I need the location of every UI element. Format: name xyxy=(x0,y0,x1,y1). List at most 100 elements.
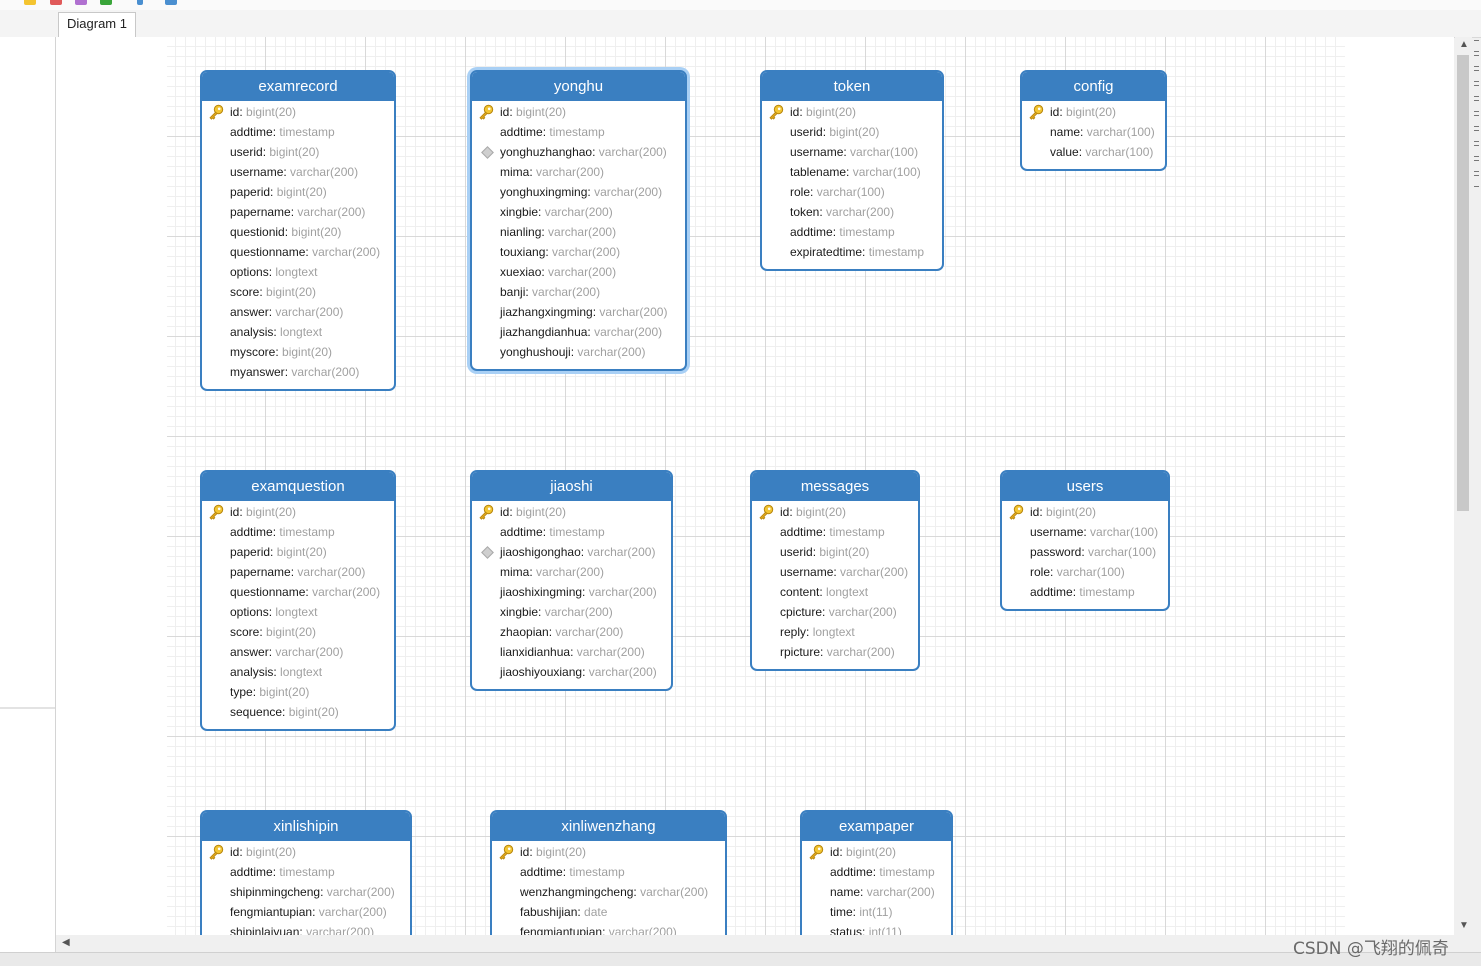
field-row[interactable]: id: bigint(20) xyxy=(472,502,671,522)
panel-divider[interactable] xyxy=(0,707,55,709)
field-row[interactable]: password: varchar(100) xyxy=(1030,545,1157,559)
table-header[interactable]: examquestion xyxy=(202,472,394,501)
field-row[interactable]: shipinlaiyuan: varchar(200) xyxy=(230,925,375,937)
field-row[interactable]: addtime: timestamp xyxy=(500,525,605,539)
field-row[interactable]: username: varchar(200) xyxy=(780,565,909,579)
field-row[interactable]: id: bigint(20) xyxy=(802,842,951,862)
field-row[interactable]: addtime: timestamp xyxy=(790,225,895,239)
field-row[interactable]: papername: varchar(200) xyxy=(230,565,366,579)
field-row[interactable]: addtime: timestamp xyxy=(500,125,605,139)
field-row[interactable]: paperid: bigint(20) xyxy=(230,185,327,199)
table-header[interactable]: messages xyxy=(752,472,918,501)
field-row[interactable]: analysis: longtext xyxy=(230,665,323,679)
field-row[interactable]: yonghuzhanghao: varchar(200) xyxy=(472,142,685,162)
field-row[interactable]: expiratedtime: timestamp xyxy=(790,245,925,259)
field-row[interactable]: addtime: timestamp xyxy=(520,865,625,879)
field-row[interactable]: content: longtext xyxy=(780,585,869,599)
field-row[interactable]: shipinmingcheng: varchar(200) xyxy=(230,885,395,899)
field-row[interactable]: fengmiantupian: varchar(200) xyxy=(230,905,387,919)
field-row[interactable]: mima: varchar(200) xyxy=(500,165,605,179)
field-row[interactable]: wenzhangmingcheng: varchar(200) xyxy=(520,885,709,899)
zoom-icon[interactable] xyxy=(165,0,177,5)
field-row[interactable]: addtime: timestamp xyxy=(780,525,885,539)
field-row[interactable]: questionid: bigint(20) xyxy=(230,225,342,239)
field-row[interactable]: xingbie: varchar(200) xyxy=(500,605,613,619)
field-row[interactable]: id: bigint(20) xyxy=(1002,502,1168,522)
tab-diagram-1[interactable]: Diagram 1 xyxy=(58,12,136,37)
field-row[interactable]: score: bigint(20) xyxy=(230,625,317,639)
field-row[interactable]: banji: varchar(200) xyxy=(500,285,601,299)
field-row[interactable]: id: bigint(20) xyxy=(752,502,918,522)
field-row[interactable]: xingbie: varchar(200) xyxy=(500,205,613,219)
field-row[interactable]: addtime: timestamp xyxy=(830,865,935,879)
table-header[interactable]: xinliwenzhang xyxy=(492,812,725,841)
field-row[interactable]: questionname: varchar(200) xyxy=(230,245,381,259)
field-row[interactable]: id: bigint(20) xyxy=(202,502,394,522)
rectangle-icon[interactable] xyxy=(50,0,62,5)
field-row[interactable]: token: varchar(200) xyxy=(790,205,895,219)
field-row[interactable]: score: bigint(20) xyxy=(230,285,317,299)
field-row[interactable]: paperid: bigint(20) xyxy=(230,545,327,559)
table-header[interactable]: token xyxy=(762,72,942,101)
field-row[interactable]: options: longtext xyxy=(230,605,318,619)
table-header[interactable]: examrecord xyxy=(202,72,394,101)
field-row[interactable]: userid: bigint(20) xyxy=(780,545,870,559)
field-row[interactable]: id: bigint(20) xyxy=(202,102,394,122)
field-row[interactable]: userid: bigint(20) xyxy=(230,145,320,159)
field-row[interactable]: cpicture: varchar(200) xyxy=(780,605,897,619)
field-row[interactable]: id: bigint(20) xyxy=(202,842,410,862)
field-row[interactable]: questionname: varchar(200) xyxy=(230,585,381,599)
table-header[interactable]: users xyxy=(1002,472,1168,501)
scroll-up-icon[interactable]: ▲ xyxy=(1459,39,1469,50)
vertical-scrollbar[interactable]: ▲ ▼ xyxy=(1455,37,1472,935)
field-row[interactable]: value: varchar(100) xyxy=(1050,145,1154,159)
table-header[interactable]: xinlishipin xyxy=(202,812,410,841)
table-header[interactable]: config xyxy=(1022,72,1165,101)
field-row[interactable]: addtime: timestamp xyxy=(230,865,335,879)
field-row[interactable]: id: bigint(20) xyxy=(1022,102,1165,122)
field-row[interactable]: analysis: longtext xyxy=(230,325,323,339)
vertical-scroll-thumb[interactable] xyxy=(1457,55,1469,511)
field-row[interactable]: myanswer: varchar(200) xyxy=(230,365,360,379)
field-row[interactable]: jiazhangdianhua: varchar(200) xyxy=(500,325,663,339)
field-row[interactable]: addtime: timestamp xyxy=(230,525,335,539)
field-row[interactable]: options: longtext xyxy=(230,265,318,279)
field-row[interactable]: addtime: timestamp xyxy=(1030,585,1135,599)
field-row[interactable]: touxiang: varchar(200) xyxy=(500,245,621,259)
field-row[interactable]: fabushijian: date xyxy=(520,905,608,919)
field-row[interactable]: username: varchar(200) xyxy=(230,165,359,179)
field-row[interactable]: jiaoshiyouxiang: varchar(200) xyxy=(500,665,657,679)
layer-icon[interactable] xyxy=(100,0,112,5)
field-row[interactable]: name: varchar(200) xyxy=(830,885,935,899)
field-row[interactable]: role: varchar(100) xyxy=(1030,565,1125,579)
link-icon[interactable] xyxy=(137,0,143,5)
table-header[interactable]: exampaper xyxy=(802,812,951,841)
scroll-down-icon[interactable]: ▼ xyxy=(1459,920,1469,931)
field-row[interactable]: name: varchar(100) xyxy=(1050,125,1155,139)
field-row[interactable]: answer: varchar(200) xyxy=(230,305,344,319)
field-row[interactable]: nianling: varchar(200) xyxy=(500,225,617,239)
field-row[interactable]: username: varchar(100) xyxy=(790,145,919,159)
field-row[interactable]: yonghuxingming: varchar(200) xyxy=(500,185,663,199)
field-row[interactable]: xuexiao: varchar(200) xyxy=(500,265,617,279)
field-row[interactable]: lianxidianhua: varchar(200) xyxy=(500,645,645,659)
horizontal-scrollbar[interactable]: ◀ xyxy=(56,935,1454,952)
field-row[interactable]: status: int(11) xyxy=(830,925,902,937)
table-header[interactable]: yonghu xyxy=(472,72,685,101)
field-row[interactable]: id: bigint(20) xyxy=(492,842,725,862)
field-row[interactable]: id: bigint(20) xyxy=(472,102,685,122)
note-icon[interactable] xyxy=(24,0,36,5)
field-row[interactable]: role: varchar(100) xyxy=(790,185,885,199)
field-row[interactable]: jiaoshixingming: varchar(200) xyxy=(500,585,657,599)
field-row[interactable]: yonghushouji: varchar(200) xyxy=(500,345,646,359)
field-row[interactable]: jiaoshigonghao: varchar(200) xyxy=(472,542,671,562)
